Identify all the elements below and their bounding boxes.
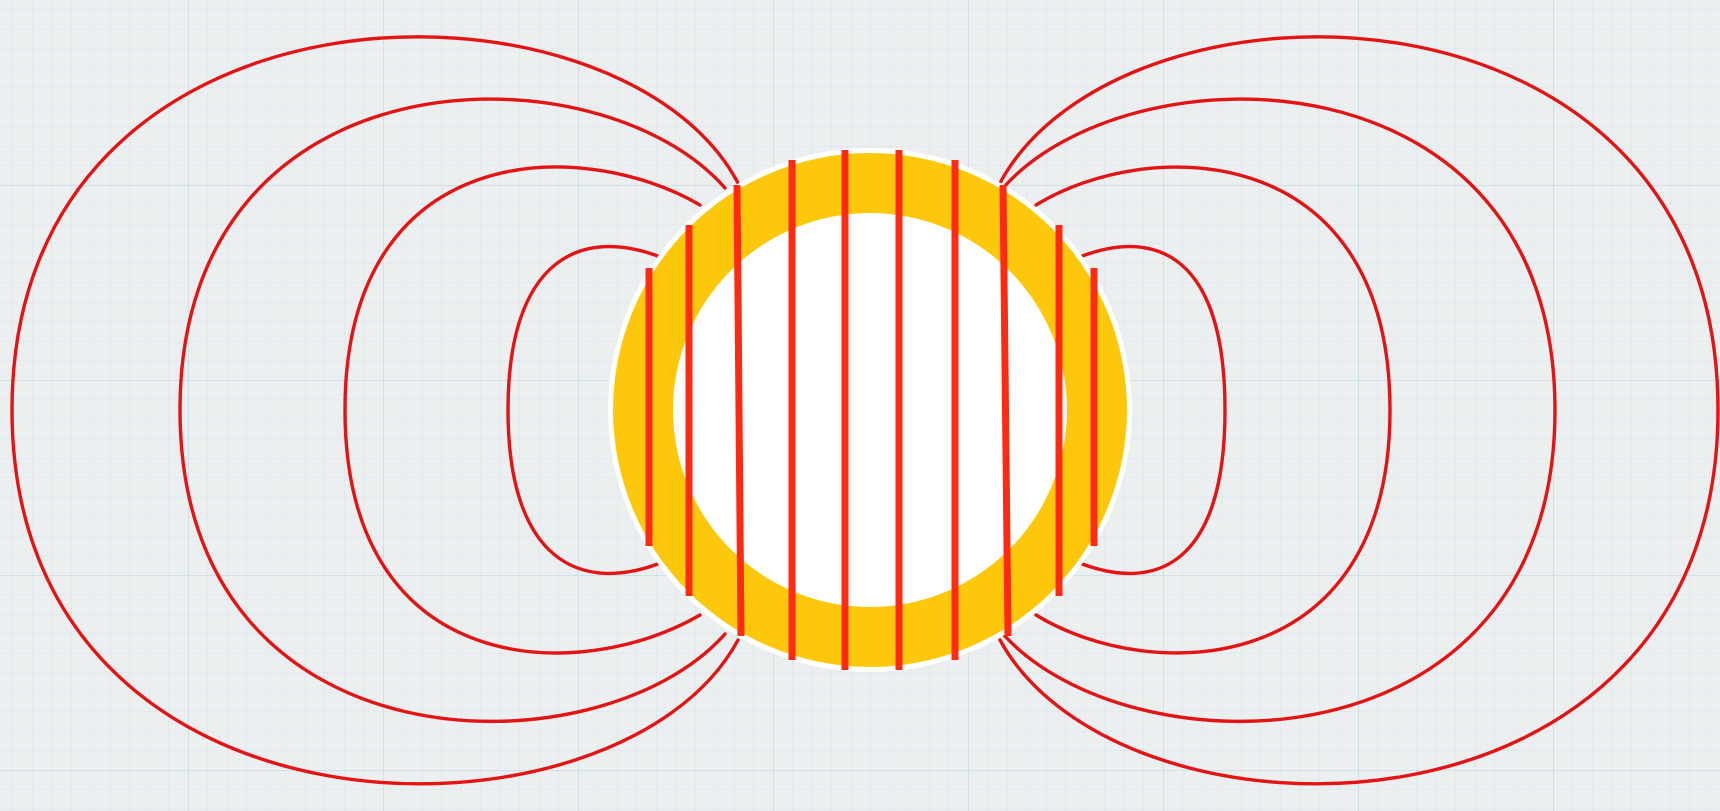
crossing-line-3 [737,185,741,636]
crossing-line-8 [1003,185,1008,636]
